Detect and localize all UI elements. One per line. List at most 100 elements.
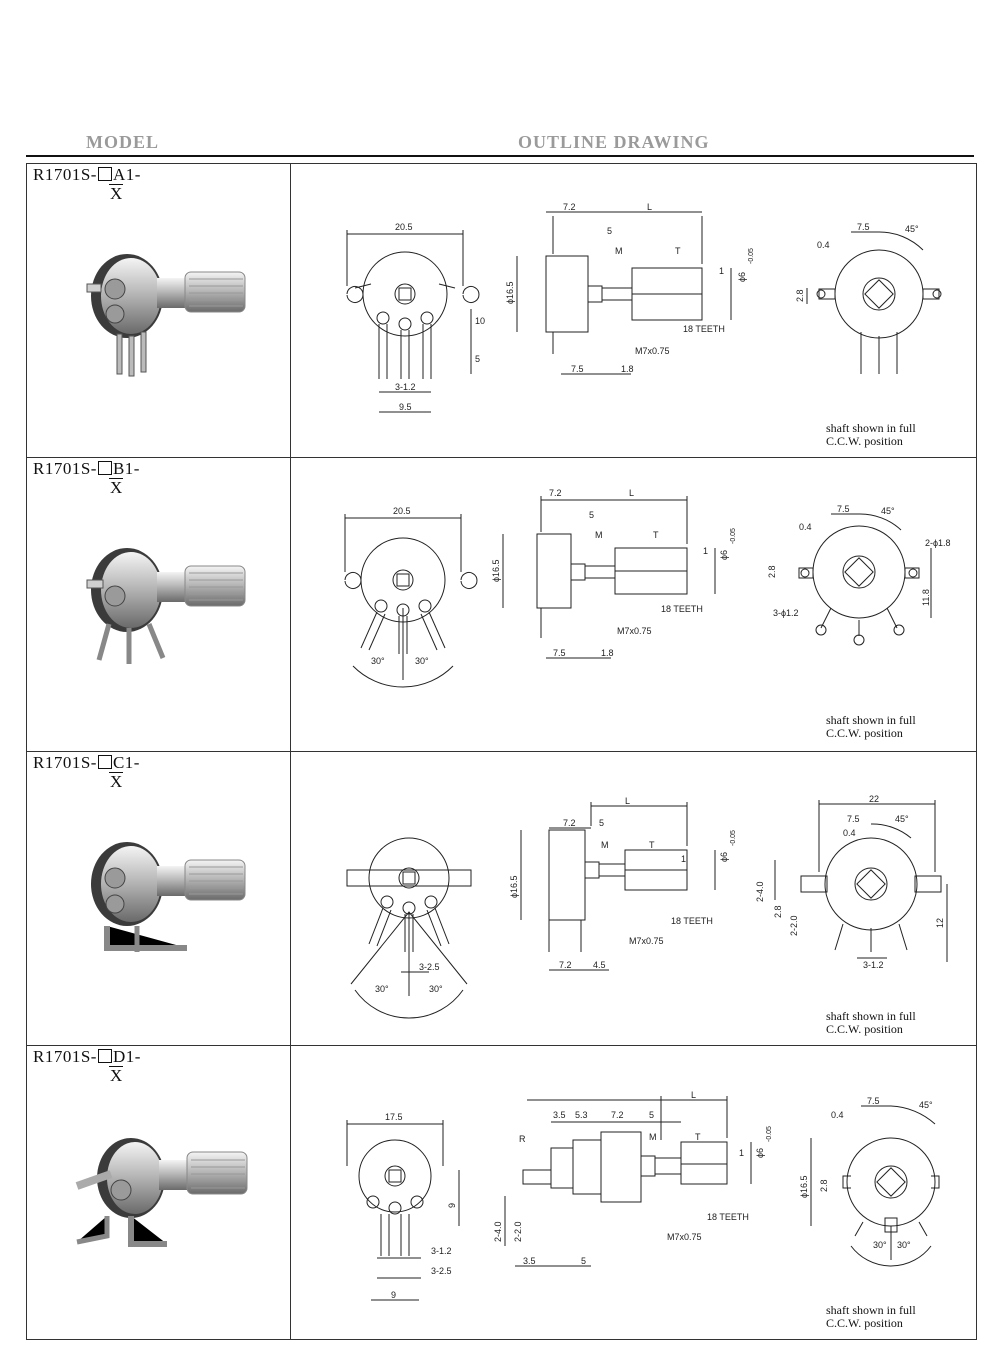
dim-rear-3-12: 3-1.2 <box>863 960 884 970</box>
outline-drawing-c1: 3-2.5 30° 30° 7.2 L <box>346 794 948 1019</box>
dim-rear-7-5: 7.5 <box>857 222 870 232</box>
dim-teeth: 18 TEETH <box>661 604 703 614</box>
dim-side-7-2b: 7.2 <box>559 960 572 970</box>
model-column-header: MODEL <box>86 132 160 152</box>
dim-side-M: M <box>615 246 623 256</box>
dim-teeth: 18 TEETH <box>671 916 713 926</box>
dim-side-L: L <box>691 1090 696 1100</box>
dim-side-7-2: 7.2 <box>549 488 562 498</box>
dim-tolerance: -0.05 <box>748 248 755 264</box>
dim-rear-22: 22 <box>869 794 879 804</box>
dim-side-7-5: 7.5 <box>571 364 584 374</box>
variant-box-icon <box>97 167 112 181</box>
dim-side-3-5b: 3.5 <box>523 1256 536 1266</box>
dim-side-5b: 5 <box>581 1256 586 1266</box>
dim-pitch-1: 3-1.2 <box>431 1246 452 1256</box>
model-name: R1701S-A1- <box>33 165 141 184</box>
model-x: X <box>109 478 124 497</box>
dim-teeth: 18 TEETH <box>707 1212 749 1222</box>
variant-box-icon <box>97 1049 112 1063</box>
outline-drawing-cell: 20.5 30° 30° 7.2 L 5 M <box>290 457 977 752</box>
model-cell: R1701S-B1- X <box>26 457 291 752</box>
dim-pitch: 3-1.2 <box>395 382 416 392</box>
dim-dia-6: ϕ6 <box>737 272 747 282</box>
dim-side-1-8: 1.8 <box>621 364 634 374</box>
dim-height-5: 5 <box>475 354 480 364</box>
dim-rear-2-4: 2-4.0 <box>755 881 765 902</box>
dim-rear-45: 45° <box>919 1100 933 1110</box>
dim-thread: M7x0.75 <box>617 626 652 636</box>
dim-side-5: 5 <box>607 226 612 236</box>
outline-drawing-cell: 3-2.5 30° 30° 7.2 L <box>290 751 977 1046</box>
dim-side-2-2: 2-2.0 <box>513 1221 523 1242</box>
dim-side-4-5: 4.5 <box>593 960 606 970</box>
dim-front-width: 20.5 <box>395 222 413 232</box>
rear-view <box>810 1105 940 1267</box>
side-view <box>502 496 716 659</box>
front-view <box>344 514 478 688</box>
dim-rear-0-4: 0.4 <box>843 828 856 838</box>
model-cell: R1701S-D1- X <box>26 1045 291 1340</box>
outline-drawing-a1: 20.5 10 5 3-1.2 9.5 <box>346 202 942 413</box>
dim-tolerance: -0.05 <box>730 830 737 846</box>
dim-dia-16-5: ϕ16.5 <box>505 281 515 304</box>
dim-angle-right: 30° <box>897 1240 911 1250</box>
dim-side-5: 5 <box>649 1110 654 1120</box>
dim-thread: M7x0.75 <box>635 346 670 356</box>
dim-dia-6: ϕ6 <box>719 852 729 862</box>
model-x: X <box>109 184 124 203</box>
side-view <box>516 211 732 375</box>
spec-table: R1701S-A1- X <box>26 163 977 1340</box>
potentiometer-photo-icon <box>91 842 246 952</box>
dim-height-9: 9 <box>447 1203 457 1208</box>
table-row: R1701S-D1- X <box>26 1045 977 1340</box>
dim-rear-7-5: 7.5 <box>867 1096 880 1106</box>
model-name: R1701S-C1- <box>33 753 140 772</box>
rear-view <box>798 513 932 646</box>
table-row: R1701S-B1- X <box>26 457 977 752</box>
dim-side-M: M <box>595 530 603 540</box>
dim-angle-right: 30° <box>415 656 429 666</box>
dim-side-1: 1 <box>703 546 708 556</box>
dim-side-L: L <box>629 488 634 498</box>
dim-rear-11-8: 11.8 <box>921 589 931 606</box>
dim-side-3-5: 3.5 <box>553 1110 566 1120</box>
dim-side-T: T <box>695 1132 701 1142</box>
dim-pitch-2: 3-2.5 <box>431 1266 452 1276</box>
dim-angle-left: 30° <box>873 1240 887 1250</box>
model-name: R1701S-B1- <box>33 459 140 478</box>
rear-view <box>806 231 942 374</box>
dim-side-5: 5 <box>589 510 594 520</box>
dim-thread: M7x0.75 <box>667 1232 702 1242</box>
dim-dia-16-5: ϕ16.5 <box>491 559 501 582</box>
dim-rear-45: 45° <box>881 506 895 516</box>
table-row: R1701S-A1- X <box>26 163 977 458</box>
outline-drawing-column-header: OUTLINE DRAWING <box>518 132 710 152</box>
dim-side-L: L <box>625 796 630 806</box>
dim-rear-2-8: 2.8 <box>767 565 777 578</box>
dim-side-1: 1 <box>739 1148 744 1158</box>
potentiometer-photo-icon <box>75 1138 248 1247</box>
dim-rear-16-5: ϕ16.5 <box>799 1175 809 1198</box>
rear-view <box>774 800 948 962</box>
model-name: R1701S-D1- <box>33 1047 141 1066</box>
dim-rear-hole-3: 3-ϕ1.2 <box>773 608 799 618</box>
outline-drawing-d1: 17.5 9 3-1.2 3-2.5 9 <box>346 1090 940 1301</box>
dim-dia-6: ϕ6 <box>719 550 729 560</box>
dim-teeth: 18 TEETH <box>683 324 725 334</box>
dim-side-7-2: 7.2 <box>611 1110 624 1120</box>
dim-rear-7-5: 7.5 <box>847 814 860 824</box>
dim-side-5: 5 <box>599 818 604 828</box>
front-view <box>346 230 480 413</box>
dim-dia-6: ϕ6 <box>755 1148 765 1158</box>
dim-rear-2-8: 2.8 <box>773 905 783 918</box>
dim-side-1-8: 1.8 <box>601 648 614 658</box>
potentiometer-photo-icon <box>86 254 246 377</box>
side-view <box>520 802 716 971</box>
dim-side-7-2: 7.2 <box>563 818 576 828</box>
dim-span: 9.5 <box>399 402 412 412</box>
